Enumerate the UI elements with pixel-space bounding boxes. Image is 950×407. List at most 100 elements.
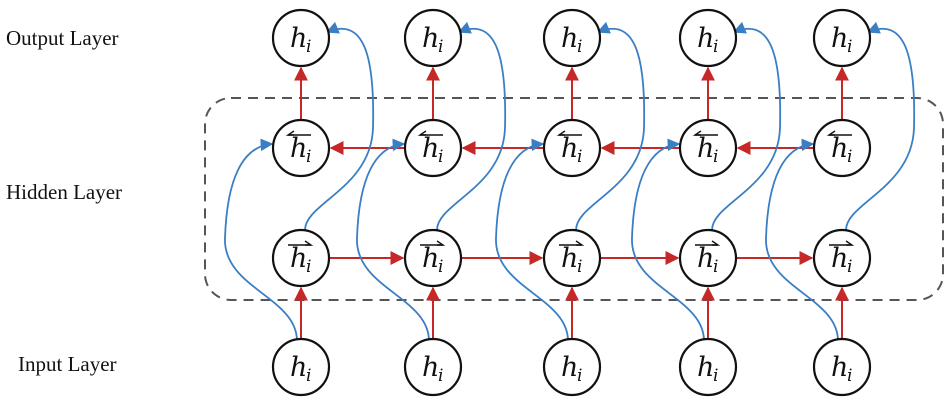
output-node-label-2: h [561,23,578,54]
backward-node-label-0: h [290,133,307,164]
backward-node-4: hi [812,118,872,178]
input-node-circle-1 [403,337,463,397]
backward-node-label-3: h [697,133,714,164]
input-node-circle-4 [812,337,872,397]
forward-node-label-0: h [290,243,307,274]
input-node-0: hi [271,337,331,397]
output-node-circle-2 [542,8,602,68]
input-node-label-0: h [290,352,307,383]
forward-direction-arrowhead-3 [711,240,721,246]
backward-node-circle-4 [812,118,872,178]
backward-direction-arrowhead-0 [285,130,295,136]
backward-node-label-1: h [422,133,439,164]
forward-node-0: hi [271,228,331,288]
arrow-forward-to-output-3 [711,21,782,231]
backward-node-1: hi [403,118,463,178]
arrow-forward-to-output-4 [845,21,916,231]
output-node-0: hi [271,8,331,68]
input-node-label-4: h [831,352,848,383]
forward-node-label-4: h [831,243,848,274]
forward-node-2: hi [542,228,602,288]
output-node-sub-0: i [306,37,311,57]
backward-node-label-4: h [831,133,848,164]
output-node-sub-2: i [577,37,582,57]
forward-node-circle-4 [812,228,872,288]
backward-direction-arrowhead-4 [826,130,836,136]
input-node-2: hi [542,337,602,397]
output-node-2: hi [542,8,602,68]
forward-direction-arrowhead-2 [575,240,585,246]
backward-direction-arrowhead-2 [556,130,566,136]
output-node-label-1: h [422,23,439,54]
backward-node-0: hi [271,118,331,178]
output-node-label-0: h [290,23,307,54]
input-node-sub-0: i [306,366,311,386]
forward-node-3: hi [678,228,738,288]
arrow-input-to-backward-2 [495,138,569,342]
forward-node-label-1: h [422,243,439,274]
output-node-1: hi [403,8,463,68]
output-node-sub-3: i [713,37,718,57]
backward-node-circle-3 [678,118,738,178]
backward-node-sub-0: i [306,147,311,167]
backward-node-circle-2 [542,118,602,178]
forward-node-label-3: h [697,243,714,274]
forward-node-circle-3 [678,228,738,288]
forward-direction-arrowhead-1 [436,240,446,246]
output-node-sub-1: i [438,37,443,57]
backward-node-sub-2: i [577,147,582,167]
forward-node-sub-2: i [577,257,582,277]
forward-node-4: hi [812,228,872,288]
backward-direction-arrowhead-3 [692,130,702,136]
forward-node-sub-0: i [306,257,311,277]
hidden-layer-label: Hidden Layer [6,180,122,204]
output-node-label-3: h [697,23,714,54]
forward-node-circle-2 [542,228,602,288]
input-node-circle-3 [678,337,738,397]
input-node-4: hi [812,337,872,397]
arrow-input-to-backward-3 [631,138,705,342]
output-node-sub-4: i [847,37,852,57]
output-node-circle-4 [812,8,872,68]
forward-node-label-2: h [561,243,578,274]
input-node-circle-0 [271,337,331,397]
backward-node-circle-0 [271,118,331,178]
input-node-sub-4: i [847,366,852,386]
input-node-3: hi [678,337,738,397]
input-layer-label: Input Layer [18,352,117,376]
backward-node-2: hi [542,118,602,178]
arrow-input-to-backward-4 [765,138,839,342]
output-node-3: hi [678,8,738,68]
arrow-input-to-backward-0 [224,138,298,342]
forward-node-sub-1: i [438,257,443,277]
arrow-forward-to-output-0 [304,21,375,231]
output-node-circle-3 [678,8,738,68]
backward-node-3: hi [678,118,738,178]
edges-group [224,21,916,342]
input-node-circle-2 [542,337,602,397]
backward-node-label-2: h [561,133,578,164]
forward-node-sub-4: i [847,257,852,277]
output-node-circle-0 [271,8,331,68]
forward-node-1: hi [403,228,463,288]
arrow-input-to-backward-1 [356,138,430,342]
output-node-label-4: h [831,23,848,54]
backward-node-circle-1 [403,118,463,178]
input-node-label-3: h [697,352,714,383]
forward-node-circle-1 [403,228,463,288]
output-node-4: hi [812,8,872,68]
input-node-label-1: h [422,352,439,383]
backward-node-sub-1: i [438,147,443,167]
backward-node-sub-3: i [713,147,718,167]
output-layer-label: Output Layer [6,26,119,50]
input-node-label-2: h [561,352,578,383]
forward-node-sub-3: i [713,257,718,277]
forward-direction-arrowhead-0 [304,240,314,246]
forward-node-circle-0 [271,228,331,288]
input-node-sub-1: i [438,366,443,386]
arrow-forward-to-output-2 [575,21,646,231]
input-node-1: hi [403,337,463,397]
output-node-circle-1 [403,8,463,68]
input-node-sub-2: i [577,366,582,386]
